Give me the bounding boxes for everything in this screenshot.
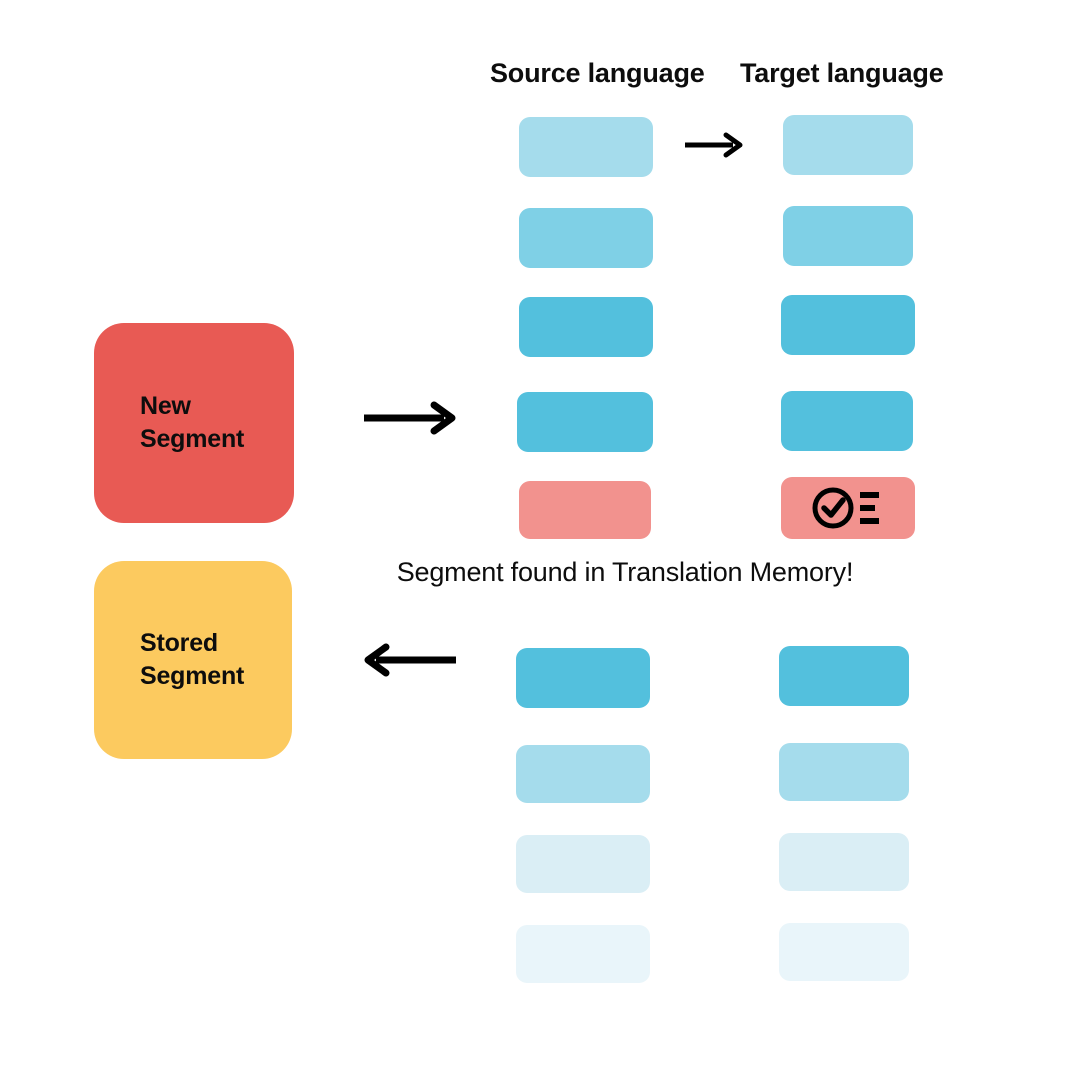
stored-segment-group-target-bar-3[interactable] [779, 833, 909, 891]
new-segment-group-target-bar-3[interactable] [781, 295, 915, 355]
tm-match-caption: Segment found in Translation Memory! [0, 557, 1080, 588]
stored-segment-group-source-bar-1[interactable] [516, 648, 650, 708]
stored-segment-group-source-bar-4[interactable] [516, 925, 650, 983]
stored-segment-group-target-bar-4[interactable] [779, 923, 909, 981]
new-segment-group-source-bar-4[interactable] [517, 392, 653, 452]
check-circle-list-icon [811, 487, 885, 529]
new-segment-group-source-bar-2[interactable] [519, 208, 653, 268]
new-segment-group-source-bar-1[interactable] [519, 117, 653, 177]
stored-segment-group-target-bar-1[interactable] [779, 646, 909, 706]
arrow-left-icon-source-to-stored [362, 640, 458, 685]
new-segment-card-label: New Segment [140, 392, 245, 453]
stored-segment-group-target-bar-2[interactable] [779, 743, 909, 801]
new-segment-group-target-bar-5[interactable] [781, 477, 915, 539]
new-segment-group-target-bar-2[interactable] [783, 206, 913, 266]
source-language-header: Source language [490, 58, 705, 88]
target-language-header: Target language [740, 58, 944, 88]
new-segment-group-source-bar-5[interactable] [519, 481, 651, 539]
arrow-right-icon-source-to-target [683, 130, 745, 165]
stored-segment-card-label: Stored Segment [140, 629, 245, 690]
stored-segment-group-source-bar-3[interactable] [516, 835, 650, 893]
stored-segment-group-source-bar-2[interactable] [516, 745, 650, 803]
tm-match-caption-text: Segment found in Translation Memory! [396, 557, 854, 587]
new-segment-card[interactable]: New Segment [94, 323, 294, 523]
stored-segment-card[interactable]: Stored Segment [94, 561, 292, 759]
new-segment-group-target-bar-4[interactable] [781, 391, 913, 451]
new-segment-group-target-bar-1[interactable] [783, 115, 913, 175]
new-segment-group-source-bar-3[interactable] [519, 297, 653, 357]
arrow-right-icon-new-to-source [362, 398, 458, 443]
